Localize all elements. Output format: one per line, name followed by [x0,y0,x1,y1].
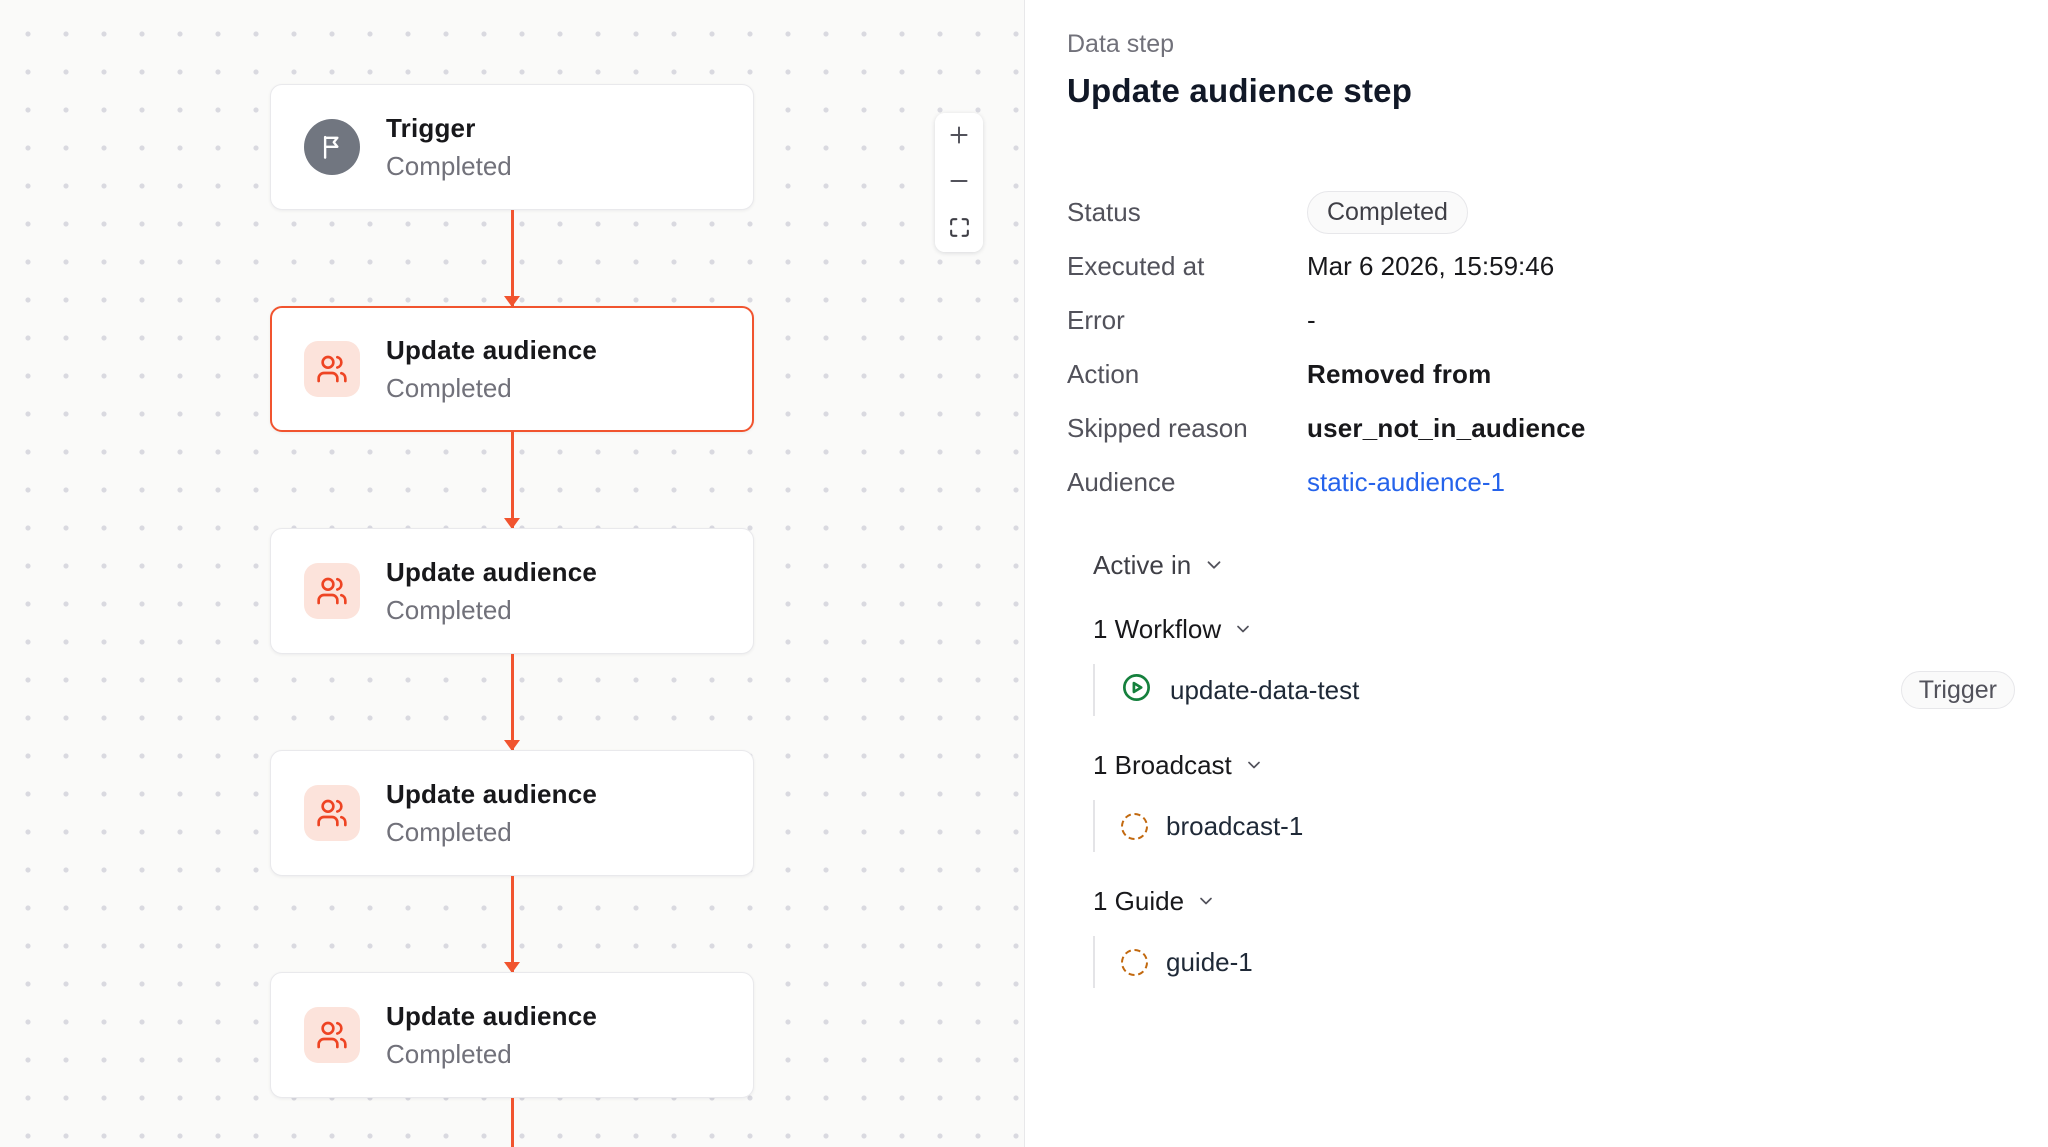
dashed-circle-icon [1121,812,1148,840]
active-in-toggle[interactable]: Active in [1093,550,1225,580]
chevron-down-icon [1196,891,1216,911]
node-status: Completed [386,594,512,625]
field-label: Audience [1067,466,1176,497]
broadcast-name: broadcast-1 [1166,810,1304,841]
list-item-workflow[interactable]: update-data-test Trigger [1093,664,2015,716]
guide-name: guide-1 [1166,946,1253,977]
users-icon [304,785,360,841]
node-title: Update audience [386,556,598,587]
node-update-audience-1[interactable]: Update audience Completed [270,306,754,432]
minus-icon [946,168,972,197]
users-icon [304,1007,360,1063]
node-update-audience-2[interactable]: Update audience Completed [270,528,754,654]
field-label: Action [1067,358,1140,389]
field-row-skipped-reason: Skipped reason user_not_in_audience [1067,401,2015,455]
play-circle-icon [1121,672,1152,708]
broadcast-section-toggle[interactable]: 1 Broadcast [1093,750,1264,780]
field-label: Skipped reason [1067,412,1248,443]
field-value: user_not_in_audience [1307,412,1586,443]
edge-line [510,1098,514,1147]
edge-arrow [510,432,514,528]
node-status: Completed [386,1038,512,1069]
field-value: - [1307,304,1316,335]
step-kind-label: Data step [1067,30,1175,58]
node-trigger[interactable]: Trigger Completed [270,84,754,210]
field-row-action: Action Removed from [1067,347,2015,401]
node-status: Completed [386,372,512,403]
node-update-audience-4[interactable]: Update audience Completed [270,972,754,1098]
field-value: Mar 6 2026, 15:59:46 [1307,250,1555,281]
broadcast-item-list: broadcast-1 [1093,800,2015,852]
chevron-down-icon [1233,619,1253,639]
node-title: Update audience [386,334,598,365]
dashed-circle-icon [1121,948,1148,976]
canvas-zoom-toolbar [935,113,983,252]
list-item-guide[interactable]: guide-1 [1093,936,2015,988]
node-title: Update audience [386,1000,598,1031]
workflow-name: update-data-test [1170,674,1360,705]
section-label: 1 Workflow [1093,613,1222,644]
workflow-section-toggle[interactable]: 1 Workflow [1093,614,1253,644]
broadcast-section: 1 Broadcast broadcast-1 [1093,750,2015,852]
field-value: Removed from [1307,358,1492,389]
active-in-section: Active in 1 Workflow [1093,550,2015,988]
guide-section-toggle[interactable]: 1 Guide [1093,886,1216,916]
step-details-panel: Data step Update audience step Status Co… [1025,0,2048,1147]
guide-section: 1 Guide guide-1 [1093,886,2015,988]
fit-view-button[interactable] [935,205,983,252]
edge-arrow [510,876,514,972]
plus-icon [946,122,972,151]
active-in-label: Active in [1093,549,1192,580]
flag-icon [304,119,360,175]
edge-arrow [510,210,514,306]
node-update-audience-3[interactable]: Update audience Completed [270,750,754,876]
status-badge: Completed [1307,190,1468,234]
node-title: Trigger [386,112,476,143]
node-status: Completed [386,150,512,181]
workflow-section: 1 Workflow update-data-test [1093,614,2015,716]
field-label: Executed at [1067,250,1205,281]
list-item-broadcast[interactable]: broadcast-1 [1093,800,2015,852]
field-row-audience: Audience static-audience-1 [1067,455,2015,509]
zoom-out-button[interactable] [935,159,983,206]
guide-item-list: guide-1 [1093,936,2015,988]
node-title: Update audience [386,778,598,809]
step-fields: Status Completed Executed at Mar 6 2026,… [1067,185,2015,509]
node-status: Completed [386,816,512,847]
field-row-error: Error - [1067,293,2015,347]
section-label: 1 Broadcast [1093,749,1232,780]
edge-arrow [510,654,514,750]
field-row-status: Status Completed [1067,185,2015,239]
workflow-canvas[interactable]: Trigger Completed Update audience Comple… [0,0,1025,1147]
section-label: 1 Guide [1093,885,1185,916]
field-label: Error [1067,304,1125,335]
page-title: Update audience step [1067,72,1413,109]
fit-view-icon [947,215,972,243]
field-label: Status [1067,196,1141,227]
chevron-down-icon [1203,554,1225,576]
trigger-badge: Trigger [1900,671,2015,709]
users-icon [304,341,360,397]
field-row-executed-at: Executed at Mar 6 2026, 15:59:46 [1067,239,2015,293]
zoom-in-button[interactable] [935,113,983,160]
workflow-item-list: update-data-test Trigger [1093,664,2015,716]
users-icon [304,563,360,619]
audience-link[interactable]: static-audience-1 [1307,466,1505,497]
chevron-down-icon [1244,755,1264,775]
